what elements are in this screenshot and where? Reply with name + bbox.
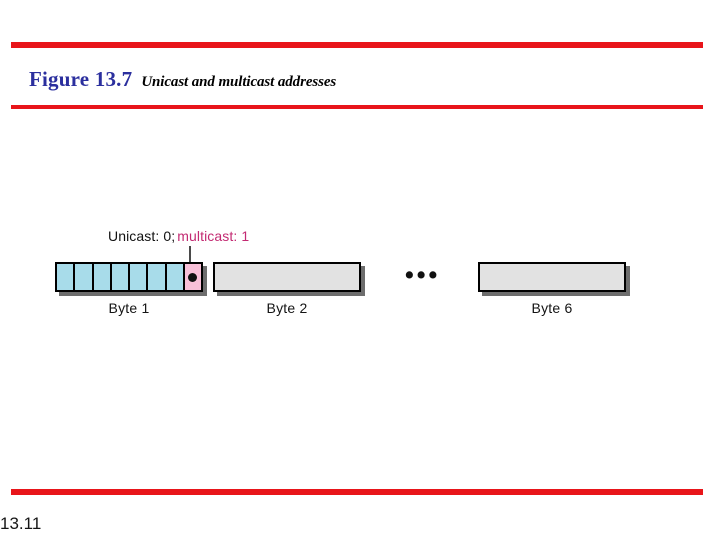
top-red-rule xyxy=(11,42,703,48)
byte-6-label: Byte 6 xyxy=(531,300,573,316)
byte-1-box xyxy=(55,262,203,292)
byte-1-group: Byte 1 xyxy=(55,262,203,316)
slide-number: 13.11 xyxy=(0,514,42,533)
ellipsis-separator: ••• xyxy=(405,261,441,289)
unicast-annotation-text: Unicast: 0; xyxy=(108,228,176,244)
figure-header: Figure 13.7 Unicast and multicast address… xyxy=(29,67,336,92)
multicast-annotation-text: multicast: 1 xyxy=(177,228,250,244)
bit-annotation-label: Unicast: 0;multicast: 1 xyxy=(108,228,249,244)
byte-2-group: Byte 2 xyxy=(213,262,361,316)
annotation-leader-line xyxy=(189,246,191,272)
figure-number: Figure 13.7 xyxy=(29,67,133,91)
bit-cell xyxy=(75,264,94,290)
byte-6-group: Byte 6 xyxy=(478,262,626,316)
bit-cell xyxy=(166,264,185,290)
header-divider-rule xyxy=(11,105,703,109)
byte-6-box xyxy=(478,262,626,292)
bit-cell xyxy=(148,264,167,290)
bit-cell-unicast-multicast xyxy=(184,264,201,290)
bit-cell xyxy=(130,264,149,290)
byte-2-label: Byte 2 xyxy=(266,300,308,316)
bit-cell xyxy=(111,264,130,290)
bit-cell xyxy=(93,264,112,290)
figure-caption: Unicast and multicast addresses xyxy=(141,74,337,90)
bottom-red-rule xyxy=(11,489,703,495)
bit-cell xyxy=(57,264,76,290)
bit-marker-dot xyxy=(188,272,198,282)
byte-2-box xyxy=(213,262,361,292)
byte-1-label: Byte 1 xyxy=(108,300,150,316)
